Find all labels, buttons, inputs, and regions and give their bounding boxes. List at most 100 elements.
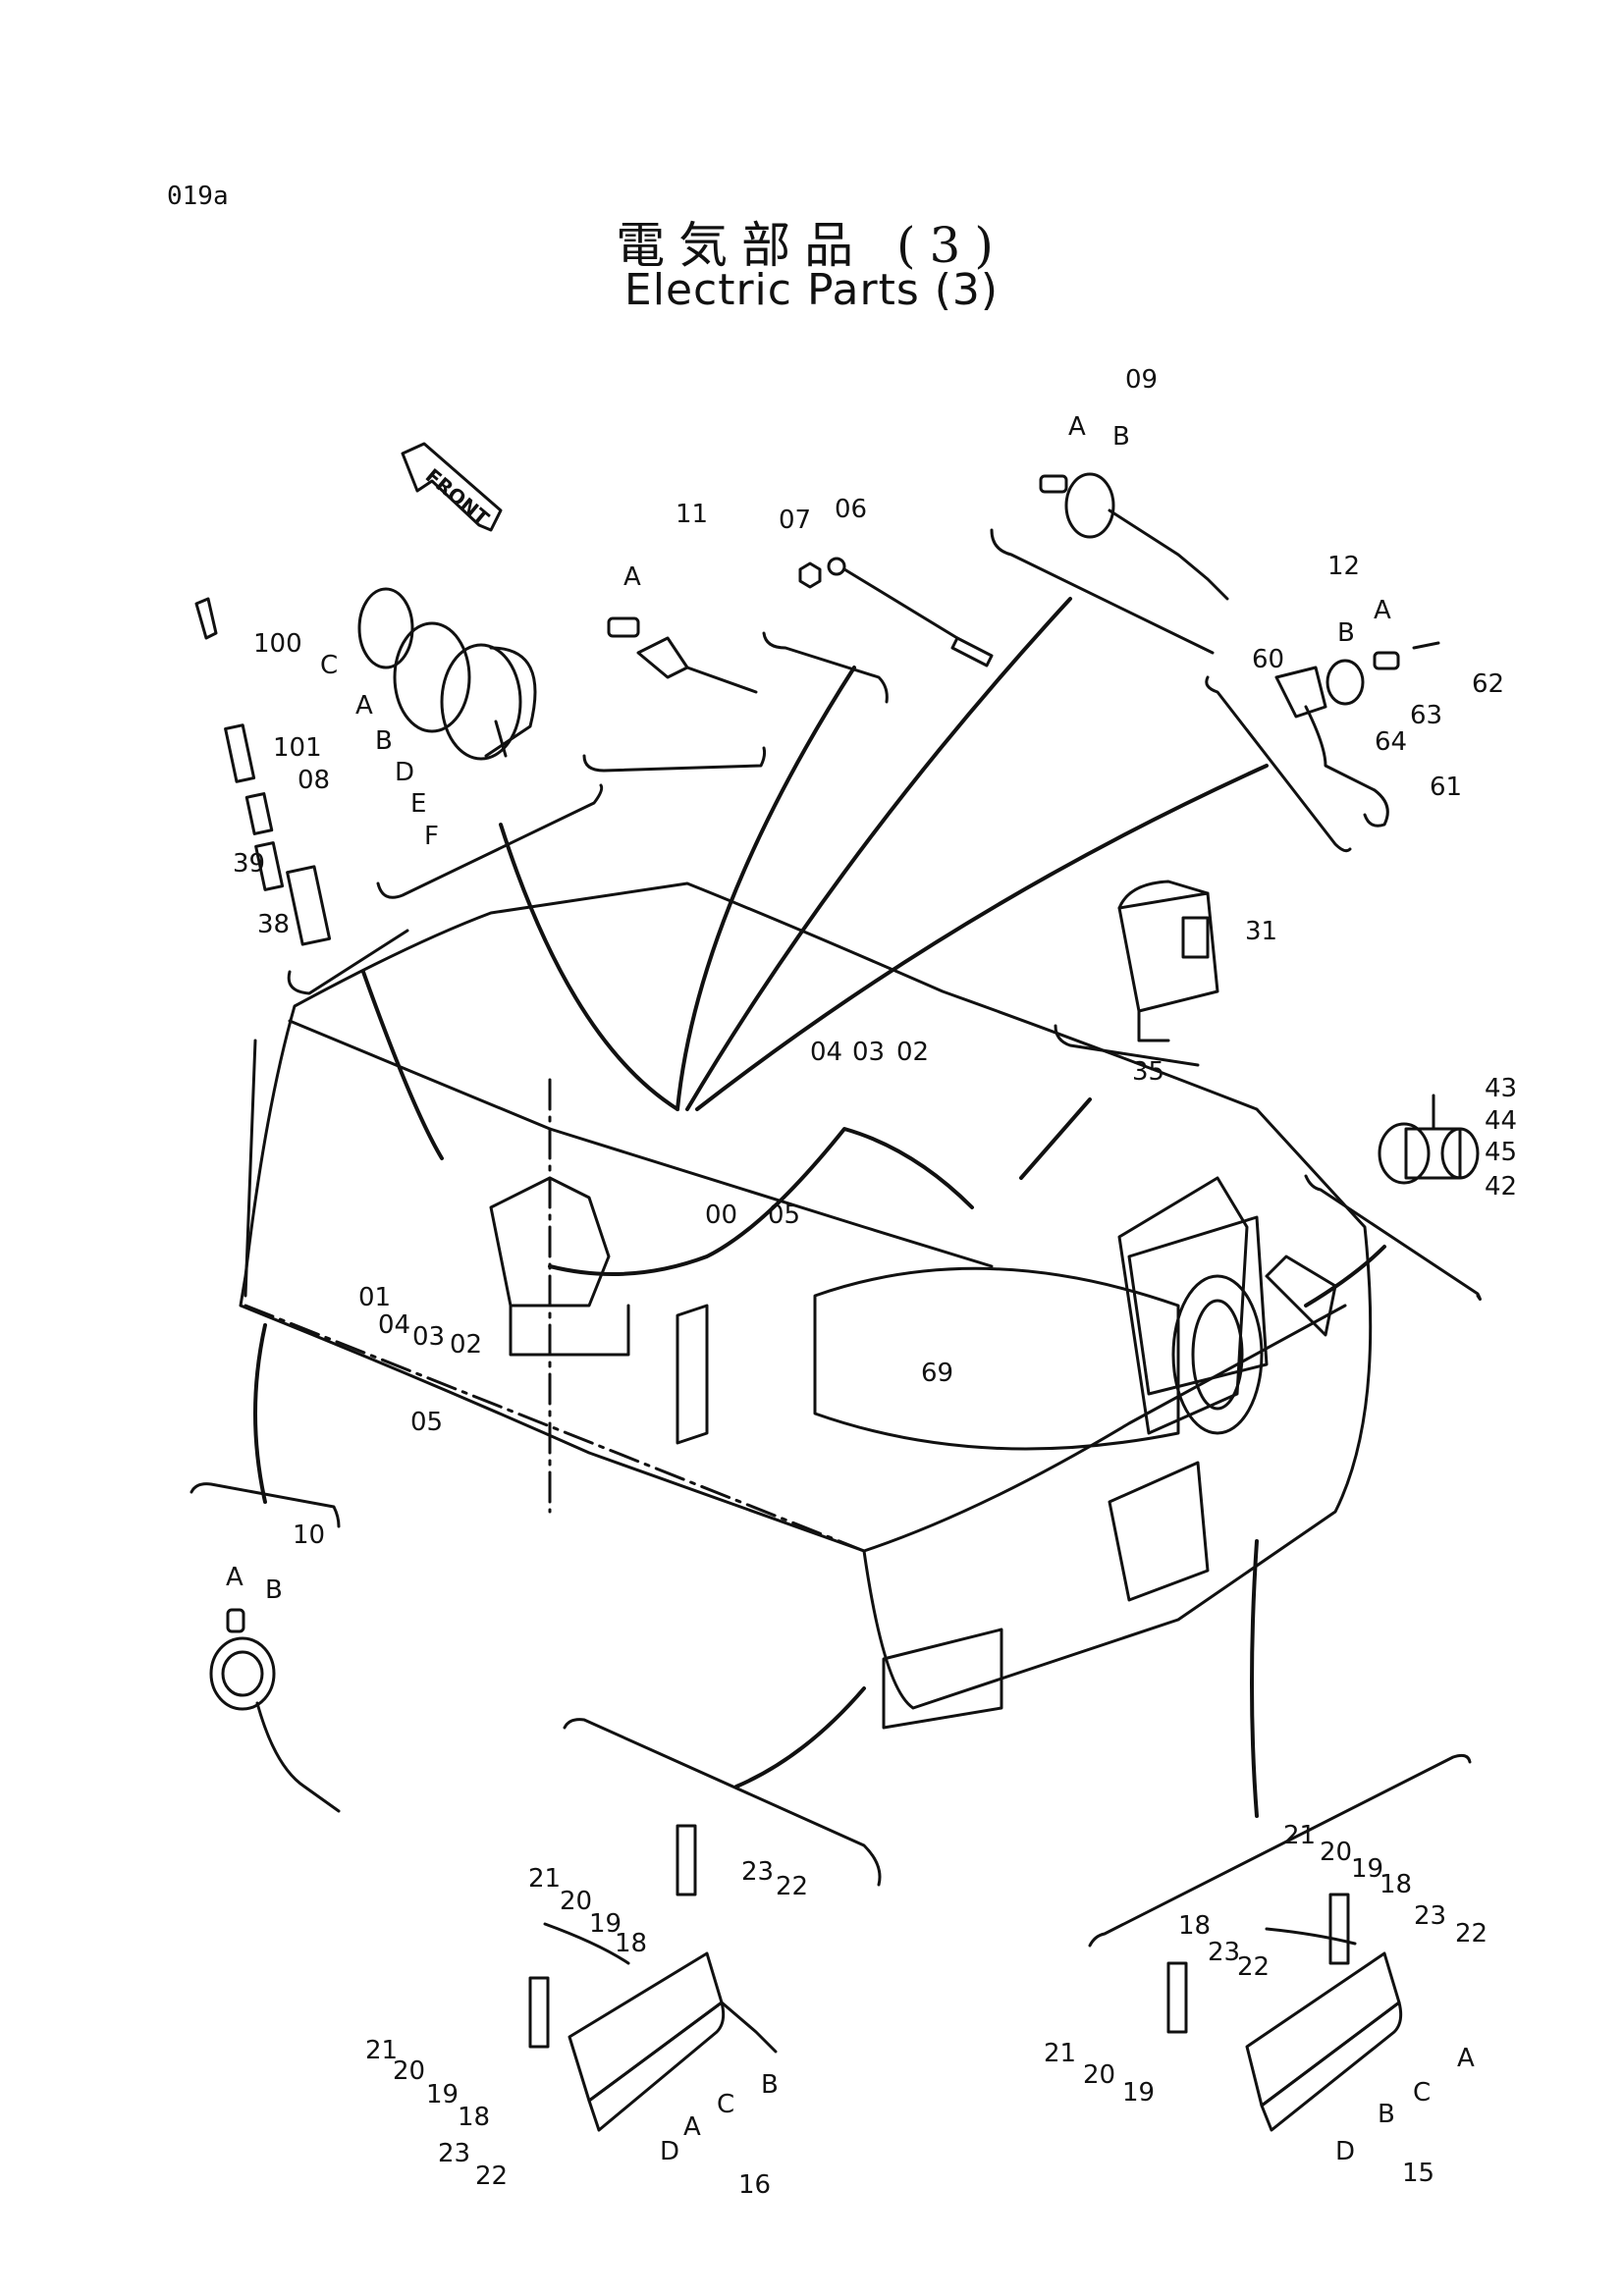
- callout: 64: [1375, 727, 1407, 757]
- callout: 00: [705, 1201, 737, 1230]
- callout: 39: [233, 849, 265, 879]
- callout: 23: [741, 1857, 774, 1887]
- callout: 45: [1485, 1138, 1517, 1167]
- machine-body: [239, 881, 1373, 1730]
- callout: 18: [1380, 1870, 1412, 1899]
- callout: 22: [1455, 1919, 1488, 1949]
- bracket-lines: [189, 528, 1482, 1948]
- callout: 63: [1410, 701, 1442, 730]
- work-lamp-08: [194, 587, 537, 946]
- title-english: Electric Parts (3): [623, 265, 1000, 315]
- callout: D: [660, 2137, 679, 2166]
- lamp-10: [209, 1608, 341, 1813]
- callout: 15: [1402, 2159, 1434, 2188]
- callout: 22: [475, 2162, 508, 2191]
- rear-lamp-16: [528, 1824, 778, 2132]
- callout: 19: [1351, 1854, 1383, 1884]
- callout: A: [355, 691, 373, 721]
- callout: 21: [1283, 1821, 1316, 1850]
- callout: 02: [450, 1330, 482, 1360]
- callout: B: [1337, 618, 1355, 648]
- callout: D: [395, 758, 414, 787]
- callout: 44: [1485, 1106, 1517, 1136]
- page-id: 019a: [167, 182, 229, 211]
- callout: 09: [1125, 365, 1158, 395]
- callout: B: [375, 726, 393, 756]
- callout: 18: [458, 2103, 490, 2132]
- callout: 18: [615, 1929, 647, 1958]
- callout: 20: [560, 1887, 592, 1916]
- callout: 60: [1252, 645, 1284, 674]
- rear-lamp-15: [1166, 1893, 1403, 2132]
- callout: 02: [896, 1038, 929, 1067]
- callout: D: [1335, 2137, 1355, 2166]
- callout: 38: [257, 910, 290, 939]
- callout: 21: [528, 1864, 561, 1894]
- callout: B: [265, 1575, 283, 1605]
- callout: 42: [1485, 1172, 1517, 1201]
- callout: 100: [253, 629, 302, 659]
- callout: 19: [426, 2080, 459, 2109]
- bulb-11: [607, 616, 758, 694]
- callout: C: [320, 651, 338, 680]
- callout: 23: [1208, 1938, 1240, 1967]
- callout: 05: [410, 1408, 443, 1437]
- callout-labels: 100 101 08 39 38 C A B D E F 11 A 07 06 …: [226, 365, 1517, 2200]
- callout: 23: [1414, 1901, 1446, 1931]
- callout: A: [683, 2112, 701, 2142]
- relay-42: [1378, 1094, 1480, 1185]
- callout: C: [1413, 2078, 1431, 2108]
- callout: 101: [273, 733, 322, 763]
- callout: A: [1374, 596, 1391, 625]
- callout: 07: [779, 506, 811, 535]
- callout: 19: [1122, 2078, 1155, 2108]
- callout: B: [1378, 2100, 1395, 2129]
- callout: 03: [852, 1038, 885, 1067]
- title-japanese: 電気部品 (3): [616, 217, 1007, 274]
- callout: B: [1112, 422, 1130, 452]
- callout: 10: [293, 1521, 325, 1550]
- callout: 18: [1178, 1911, 1211, 1941]
- horn-31: [1117, 880, 1219, 1042]
- callout: 69: [921, 1359, 953, 1388]
- callout: 31: [1245, 917, 1277, 946]
- callout: C: [717, 2090, 734, 2119]
- callout: A: [226, 1563, 243, 1592]
- callout: 19: [589, 1909, 622, 1939]
- callout: A: [1068, 412, 1086, 442]
- callout: 12: [1327, 552, 1360, 581]
- callout: 06: [835, 495, 867, 524]
- callout: 20: [1083, 2060, 1115, 2090]
- callout: 04: [810, 1038, 842, 1067]
- callout: 23: [438, 2139, 470, 2168]
- callout: 20: [1320, 1838, 1352, 1867]
- callout: A: [1457, 2044, 1475, 2073]
- callout: E: [410, 789, 426, 819]
- callout: 61: [1430, 773, 1462, 802]
- callout: 05: [768, 1201, 800, 1230]
- lamp-12: [1274, 641, 1440, 828]
- callout: 22: [1237, 1952, 1270, 1982]
- callout: 03: [412, 1322, 445, 1352]
- callout: 01: [358, 1283, 391, 1312]
- callout: 35: [1132, 1057, 1164, 1087]
- callout: 08: [298, 766, 330, 795]
- ground-cable-06: [798, 557, 994, 667]
- callout: 04: [378, 1310, 410, 1340]
- callout: 22: [776, 1872, 808, 1901]
- callout: B: [761, 2070, 779, 2100]
- callout: F: [424, 822, 439, 851]
- lamp-09: [1039, 472, 1229, 601]
- callout: 43: [1485, 1074, 1517, 1103]
- callout: 21: [365, 2036, 398, 2065]
- callout: 62: [1472, 669, 1504, 699]
- callout: 20: [393, 2056, 425, 2086]
- callout: 21: [1044, 2039, 1076, 2068]
- callout: 11: [676, 500, 708, 529]
- engine-block: [489, 1176, 1269, 1451]
- callout: 16: [738, 2170, 771, 2200]
- callout: A: [623, 562, 641, 592]
- wire-harness: [253, 597, 1386, 1818]
- front-arrow-icon: [401, 442, 503, 532]
